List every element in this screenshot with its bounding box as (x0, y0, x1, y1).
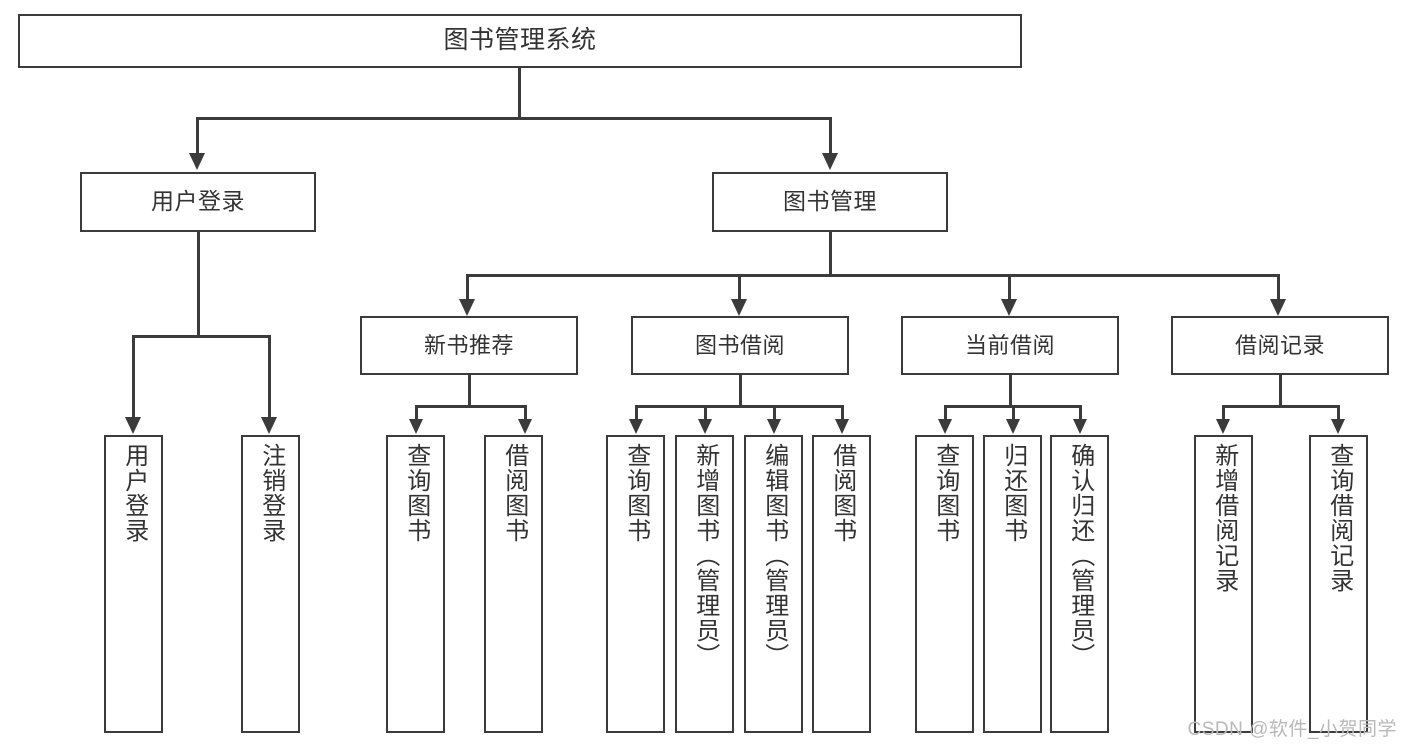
arrow-to-borrow-record (1270, 299, 1286, 316)
edge-book-borrow-drop-3 (773, 405, 776, 419)
node-label: 查询图书 (402, 443, 430, 543)
leaf-query-book-recommend[interactable]: 查询图书 (386, 435, 445, 733)
arrow-to-user-login (189, 153, 205, 170)
node-label: 新增图书（管理员） (691, 443, 719, 668)
leaf-query-book-current[interactable]: 查询图书 (915, 435, 974, 733)
edge-current-borrow-drop-1 (944, 405, 947, 419)
node-label: 借阅图书 (500, 443, 528, 543)
node-label: 新书推荐 (423, 332, 514, 358)
arrow-to-leaf-query-book-1 (409, 419, 423, 434)
edge-user-login-drop-1 (132, 335, 135, 417)
edge-user-login-drop-2 (268, 335, 271, 417)
edge-book-manage-drop-3 (1008, 274, 1011, 299)
node-label: 查询借阅记录 (1325, 443, 1353, 593)
edge-book-manage-drop-2 (738, 274, 741, 299)
arrow-to-leaf-confirm-return (1073, 419, 1087, 434)
edge-new-book-bus (415, 405, 527, 408)
edge-current-borrow-stem (1009, 375, 1012, 405)
arrow-to-book-manage (822, 153, 838, 170)
edge-root-drop-right (829, 117, 832, 153)
arrow-to-new-book (459, 299, 475, 316)
node-label: 查询图书 (622, 443, 650, 543)
node-root-system[interactable]: 图书管理系统 (18, 14, 1022, 68)
arrow-to-leaf-edit-book (767, 419, 781, 434)
arrow-to-leaf-query-record (1331, 419, 1345, 434)
edge-user-login-stem (197, 232, 200, 335)
arrow-to-current-borrow (1001, 299, 1017, 316)
leaf-confirm-return[interactable]: 确认归还（管理员） (1050, 435, 1109, 733)
leaf-return-book[interactable]: 归还图书 (983, 435, 1042, 733)
leaf-add-book[interactable]: 新增图书（管理员） (675, 435, 734, 733)
node-label: 查询图书 (931, 443, 959, 543)
node-label: 图书借阅 (694, 332, 785, 358)
node-current-borrow[interactable]: 当前借阅 (901, 316, 1119, 375)
edge-book-borrow-drop-1 (635, 405, 638, 419)
leaf-add-borrow-record[interactable]: 新增借阅记录 (1194, 435, 1253, 733)
edge-root-drop-left (196, 117, 199, 153)
node-label: 归还图书 (999, 443, 1027, 543)
node-label: 编辑图书（管理员） (760, 443, 788, 668)
node-label: 新增借阅记录 (1210, 443, 1238, 593)
node-user-login[interactable]: 用户登录 (80, 172, 316, 232)
leaf-query-book-borrow[interactable]: 查询图书 (606, 435, 665, 733)
edge-book-borrow-drop-2 (704, 405, 707, 419)
arrow-to-leaf-query-book-3 (938, 419, 952, 434)
arrow-to-leaf-borrow-book-1 (518, 419, 532, 434)
edge-borrow-record-drop-1 (1222, 405, 1225, 419)
arrow-to-book-borrow (731, 299, 747, 316)
node-new-book-recommend[interactable]: 新书推荐 (360, 316, 578, 375)
edge-book-borrow-bus (635, 405, 844, 408)
arrow-to-leaf-query-book-2 (629, 419, 643, 434)
edge-new-book-stem (468, 375, 471, 405)
edge-new-book-drop-2 (524, 405, 527, 419)
arrow-to-leaf-add-book (698, 419, 712, 434)
edge-new-book-drop-1 (415, 405, 418, 419)
node-label: 确认归还（管理员） (1066, 443, 1094, 668)
leaf-borrow-book[interactable]: 借阅图书 (812, 435, 871, 733)
edge-book-manage-drop-1 (466, 274, 469, 299)
edge-user-login-bus (132, 335, 270, 338)
arrow-to-leaf-return-book (1006, 419, 1020, 434)
node-label: 用户登录 (120, 443, 148, 543)
node-label: 图书管理 (783, 188, 877, 215)
node-label: 借阅图书 (828, 443, 856, 543)
edge-book-borrow-drop-4 (841, 405, 844, 419)
arrow-to-leaf-user-login (125, 417, 141, 434)
node-label: 注销登录 (257, 443, 285, 543)
watermark-text: CSDN @软件_小贺同学 (1187, 719, 1397, 740)
edge-current-borrow-drop-3 (1079, 405, 1082, 419)
node-label: 图书管理系统 (443, 26, 597, 55)
edge-root-stem (518, 68, 521, 117)
edge-borrow-record-bus (1222, 405, 1340, 408)
leaf-logout[interactable]: 注销登录 (241, 435, 300, 733)
node-borrow-record[interactable]: 借阅记录 (1171, 316, 1389, 375)
edge-root-bus (196, 117, 832, 120)
node-label: 当前借阅 (964, 332, 1055, 358)
node-label: 用户登录 (151, 188, 245, 215)
leaf-borrow-book-recommend[interactable]: 借阅图书 (484, 435, 543, 733)
node-label: 借阅记录 (1234, 332, 1325, 358)
arrow-to-leaf-add-record (1216, 419, 1230, 434)
leaf-user-login[interactable]: 用户登录 (104, 435, 163, 733)
arrow-to-leaf-borrow-book-2 (835, 419, 849, 434)
arrow-to-leaf-logout (261, 417, 277, 434)
node-book-manage[interactable]: 图书管理 (712, 172, 948, 232)
edge-book-borrow-stem (739, 375, 742, 405)
edge-book-manage-drop-4 (1277, 274, 1280, 299)
edge-borrow-record-stem (1279, 375, 1282, 405)
leaf-query-borrow-record[interactable]: 查询借阅记录 (1309, 435, 1368, 733)
leaf-edit-book[interactable]: 编辑图书（管理员） (744, 435, 803, 733)
edge-current-borrow-drop-2 (1012, 405, 1015, 419)
edge-borrow-record-drop-2 (1337, 405, 1340, 419)
node-book-borrow[interactable]: 图书借阅 (631, 316, 849, 375)
edge-book-manage-stem (829, 232, 832, 274)
edge-book-manage-bus (466, 274, 1280, 277)
